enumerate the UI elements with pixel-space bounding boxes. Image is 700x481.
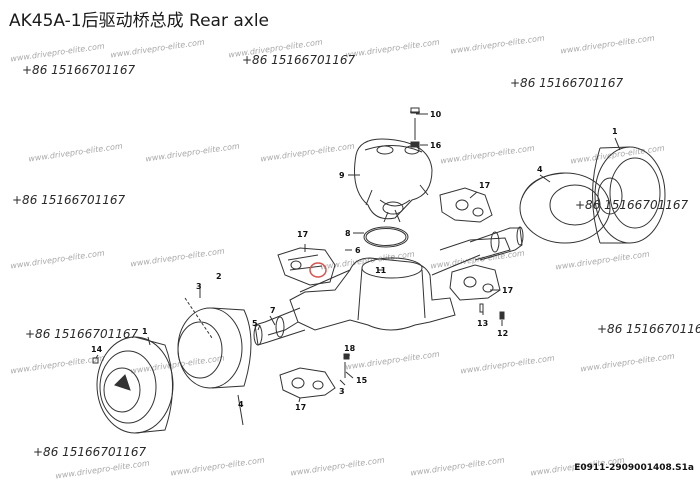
callout-4: 4 [238, 400, 244, 409]
differential-carrier [354, 138, 433, 223]
bolt-line [184, 297, 213, 339]
callout-17: 17 [479, 181, 490, 190]
callout-17: 17 [295, 403, 306, 412]
callout-9: 9 [339, 171, 345, 180]
phone-number: +86 15166701167 [242, 53, 356, 67]
callout-5: 5 [252, 319, 258, 328]
axle-housing [267, 237, 511, 336]
seal-ring [363, 226, 409, 248]
bolt-12 [499, 311, 505, 320]
callout-15: 15 [356, 376, 368, 385]
callout-12: 12 [497, 329, 508, 338]
callout-8: 8 [345, 229, 351, 238]
callout-14: 14 [91, 345, 103, 354]
callout-10: 10 [430, 110, 442, 119]
page-title: AK45A-1后驱动桥总成 Rear axle [9, 11, 269, 31]
callout-11: 11 [375, 266, 387, 275]
brake-caliper-lower-left [279, 367, 336, 399]
phone-number: +86 15166701167 [33, 445, 147, 459]
brake-disc-left [177, 307, 252, 389]
left-spindle [253, 307, 306, 346]
callout-6: 6 [355, 246, 361, 255]
phone-number: +86 15166701167 [12, 193, 126, 207]
phone-number: +86 15166701167 [510, 76, 624, 90]
brake-caliper-lower-right [449, 264, 501, 301]
callout-18: 18 [344, 344, 356, 353]
phone-number: +86 15166701167 [597, 322, 700, 336]
callout-17: 17 [502, 286, 513, 295]
callout-16: 16 [430, 141, 442, 150]
stud-bolt [410, 107, 420, 148]
right-spindle [469, 226, 524, 261]
bolt-13 [479, 303, 484, 313]
callout-4: 4 [537, 165, 543, 174]
plug-14 [92, 357, 99, 364]
phone-number: +86 15166701167 [22, 63, 136, 77]
brake-disc-right [519, 172, 611, 244]
callout-7: 7 [270, 306, 276, 315]
callout-17: 17 [297, 230, 308, 239]
nut-18 [343, 353, 350, 360]
brake-caliper-upper-left [277, 247, 336, 286]
brake-caliper-upper-right [439, 187, 493, 223]
wheel-hub-left [96, 336, 174, 434]
callout-13: 13 [477, 319, 488, 328]
callout-2: 2 [216, 272, 222, 281]
wheel-hub-right [592, 146, 666, 244]
seal-ring-inner [365, 228, 407, 246]
phone-number: +86 15166701167 [25, 327, 139, 341]
callout-1: 1 [612, 127, 618, 136]
callout-1: 1 [142, 327, 148, 336]
phone-number: +86 15166701167 [575, 198, 689, 212]
callout-3: 3 [339, 387, 345, 396]
callout-3: 3 [196, 282, 202, 291]
drawing-code: E0911-2909001408.S1a [574, 463, 694, 473]
